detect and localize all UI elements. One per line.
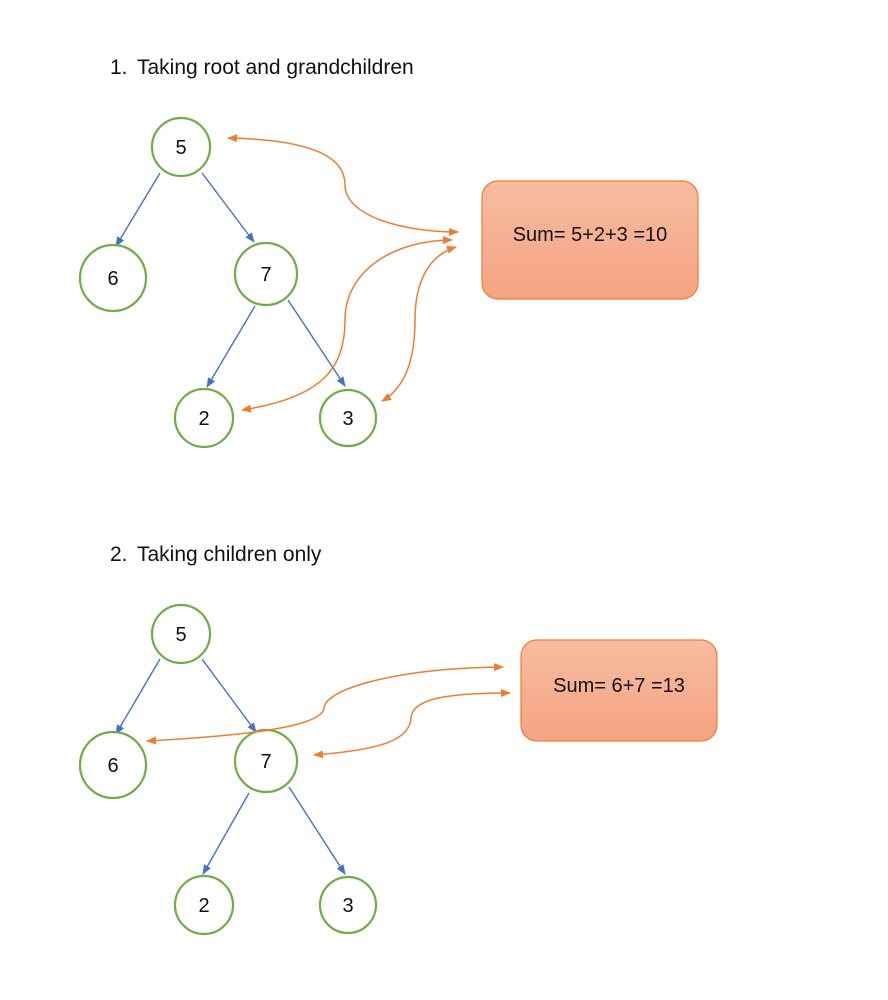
section-2: 2. Taking children only 5 6 7 2 3 xyxy=(78,543,718,936)
tree-node-right-child: 7 xyxy=(233,728,299,794)
edge-5-to-6 xyxy=(115,658,161,735)
link-grandchild-right-to-sum xyxy=(381,245,457,402)
section-2-title: Taking children only xyxy=(137,543,322,566)
edge-7-to-3 xyxy=(287,299,346,387)
edge-5-to-7 xyxy=(201,172,255,243)
node-right-child-value: 7 xyxy=(260,751,271,773)
node-root-value: 5 xyxy=(175,137,186,159)
link-left-child-to-sum xyxy=(146,663,504,745)
node-left-child-value: 6 xyxy=(107,755,118,777)
section-1-title: Taking root and grandchildren xyxy=(137,56,414,79)
node-grandchild-left-value: 2 xyxy=(198,895,209,917)
edge-7-to-2 xyxy=(202,792,250,875)
section-1: 1. Taking root and grandchildren 5 6 7 2… xyxy=(78,56,699,449)
sum-label-2: Sum= 6+7 =13 xyxy=(553,675,685,697)
link-root-to-sum xyxy=(227,134,459,236)
tree-node-grandchild-right: 3 xyxy=(318,875,378,935)
link-right-child-to-sum xyxy=(313,689,511,759)
node-grandchild-left-value: 2 xyxy=(198,408,209,430)
tree-node-root: 5 xyxy=(150,116,212,178)
tree-node-right-child: 7 xyxy=(233,241,299,307)
edge-7-to-3 xyxy=(288,786,346,875)
node-left-child-value: 6 xyxy=(107,268,118,290)
tree-node-grandchild-left: 2 xyxy=(173,874,235,936)
edge-5-to-7 xyxy=(201,658,257,733)
tree-node-left-child: 6 xyxy=(78,243,148,313)
tree-node-grandchild-right: 3 xyxy=(318,388,378,448)
edge-5-to-6 xyxy=(115,172,161,247)
section-2-number: 2. xyxy=(110,543,128,566)
edge-7-to-2 xyxy=(206,305,256,388)
tree-node-grandchild-left: 2 xyxy=(173,387,235,449)
tree-node-left-child: 6 xyxy=(78,730,148,800)
node-grandchild-right-value: 3 xyxy=(342,895,353,917)
node-root-value: 5 xyxy=(175,624,186,646)
sum-box-2: Sum= 6+7 =13 xyxy=(520,639,718,742)
sum-box-1: Sum= 5+2+3 =10 xyxy=(481,180,699,300)
node-right-child-value: 7 xyxy=(260,264,271,286)
sum-label-1: Sum= 5+2+3 =10 xyxy=(513,224,668,246)
node-grandchild-right-value: 3 xyxy=(342,408,353,430)
section-1-number: 1. xyxy=(110,56,128,79)
tree-node-root: 5 xyxy=(150,603,212,665)
